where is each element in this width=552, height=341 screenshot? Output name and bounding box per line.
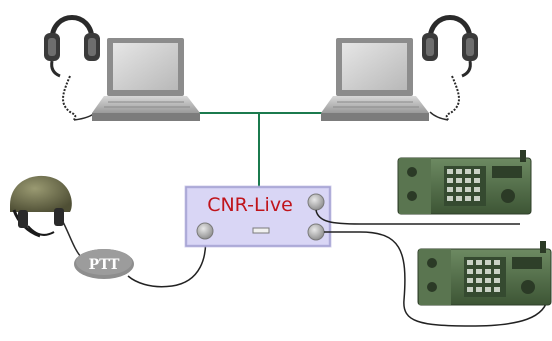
cnr-live-box: CNR-Live [184,185,332,248]
radio-top-icon [397,150,532,215]
laptop-right-icon [321,38,429,121]
laptop-left-icon [92,38,200,121]
network-lines [196,112,322,187]
ptt-cables [127,231,207,288]
radio-bottom-icon [417,241,552,306]
port-radio-1 [307,193,325,211]
radio-cables [315,209,549,327]
headset-right-icon [422,15,478,121]
ptt-label: PTT [89,257,120,273]
port-ptt [196,222,214,240]
port-radio-2 [307,223,325,241]
headset-left-icon [44,15,100,121]
ptt-switch: PTT [74,249,134,279]
cnr-live-label: CNR-Live [207,194,293,216]
helmet-icon [10,175,83,259]
status-led [252,227,270,234]
